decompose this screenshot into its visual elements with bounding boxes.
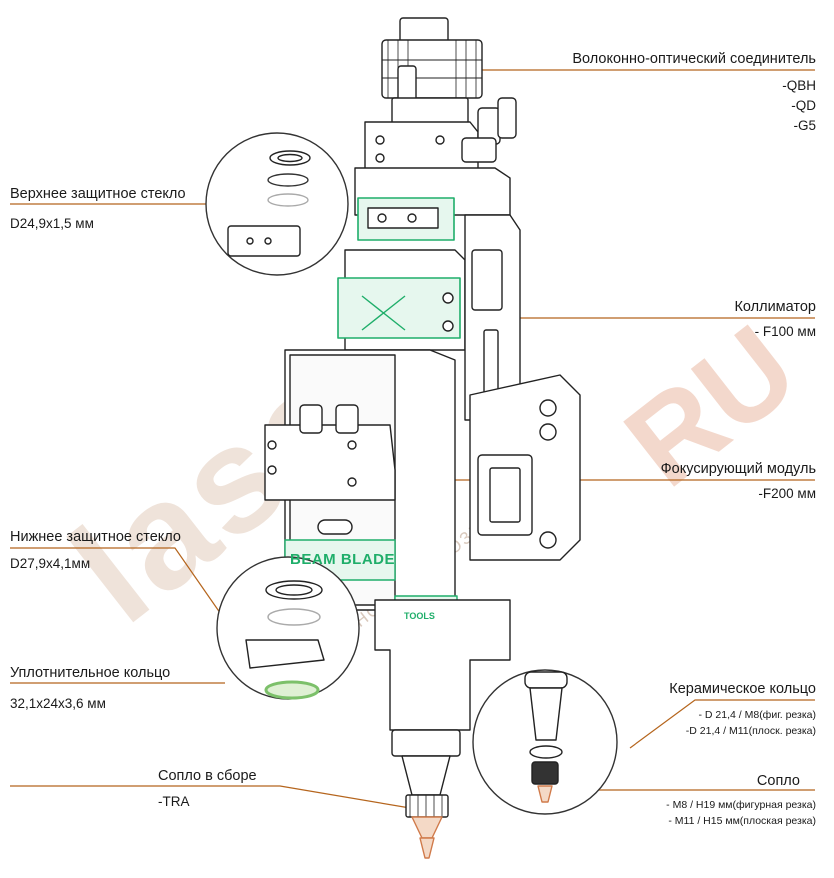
focus-module-housing xyxy=(264,349,494,637)
lower-body xyxy=(374,599,511,859)
lower-glass-title: Нижнее защитное стекло xyxy=(10,529,181,545)
mounting-bracket xyxy=(469,374,581,561)
focus-module-spec: -F200 мм xyxy=(758,486,816,501)
nozzle-assembly-spec: -TRA xyxy=(158,794,190,809)
nozzle-assembly-title: Сопло в сборе xyxy=(158,768,257,784)
fiber-connector-part xyxy=(381,17,483,133)
ceramic-ring-spec-2: -D 21,4 / M11(плоск. резка) xyxy=(685,725,816,737)
nozzle-spec-2: - M11 / H15 мм(плоская резка) xyxy=(668,815,816,827)
fiber-connector-option-qbh: -QBH xyxy=(782,78,816,93)
ceramic-ring-spec-1: - D 21,4 / M8(фиг. резка) xyxy=(698,709,817,721)
upper-glass-drawer-part xyxy=(357,197,455,241)
seal-ring-spec: 32,1x24x3,6 мм xyxy=(10,696,106,711)
collimator-spec: - F100 мм xyxy=(754,324,816,339)
upper-glass-spec: D24,9x1,5 мм xyxy=(10,216,94,231)
collimator-title: Коллиматор xyxy=(734,299,816,315)
focus-module-title: Фокусирующий модуль xyxy=(660,461,816,477)
nozzle-spec-1: - M8 / H19 мм(фигурная резка) xyxy=(666,799,816,811)
callout-upper-glass xyxy=(205,132,349,276)
ceramic-ring-title: Керамическое кольцо xyxy=(669,681,816,697)
nozzle-title: Сопло xyxy=(756,773,800,789)
fiber-connector-option-qd: -QD xyxy=(791,98,816,113)
lower-glass-spec: D27,9x4,1мм xyxy=(10,556,91,571)
seal-ring-title: Уплотнительное кольцо xyxy=(10,665,171,681)
collimator-housing xyxy=(337,214,521,421)
fiber-connector-option-g5: -G5 xyxy=(793,118,816,133)
upper-glass-title: Верхнее защитное стекло xyxy=(10,186,186,202)
product-brand-text: BEAM BLADE xyxy=(290,551,395,568)
callout-lower-glass xyxy=(216,556,360,700)
callout-nozzle xyxy=(472,669,618,815)
product-tools-text: TOOLS xyxy=(404,611,435,621)
fiber-connector-title: Волоконно-оптический соединитель xyxy=(572,51,816,67)
